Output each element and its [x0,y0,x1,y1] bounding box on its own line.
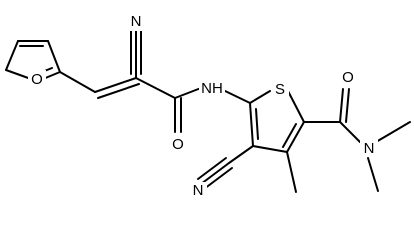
thiophene-bond-1 [249,90,271,104]
carboxamide-oxygen-label: O [342,69,354,86]
amide-cn-bond [174,87,202,99]
thiophene-bond-5 [249,102,254,147]
amide-nh-bg [199,80,225,98]
furan-oxygen-label: O [31,71,43,88]
nitrile-bottom-a [200,162,230,185]
amide-oxygen-label: O [172,136,184,153]
alkene-double-bond-b [97,83,140,99]
thiophene-bond-2 [287,90,305,123]
amide-nh-label: NH [201,80,223,97]
carboxamide-co-a [339,88,344,123]
amide-carbon-bond [135,77,176,99]
furan-bond-2 [5,40,19,71]
thiophene-bond-3 [286,121,305,153]
n-methyl-bond-1 [375,121,411,143]
nh-thiophene-bond [222,89,251,104]
furan-o-bg [28,70,46,88]
nitrile-bottom-b [197,157,227,180]
amide-o-bg [169,135,187,153]
n-methyl-bond-2 [367,157,379,192]
thiophene-double-inner-2 [255,108,259,140]
cyano-n-top-bg [127,13,145,31]
dimethylamide-n-bg [360,139,378,157]
bonds [5,29,411,193]
methyl-bond [286,151,297,193]
atom-labels: O N NH O S N O N [28,13,378,200]
dimethylamide-nitrogen-label: N [364,140,375,157]
nitrile-bottom-link [228,145,254,164]
cyano-n-bottom-bg [189,182,207,200]
chemical-structure: O N NH O S N O N [5,13,411,200]
furan-bond-1 [5,69,32,80]
alkene-double-bond-a [94,77,137,93]
cyano-nitrogen-bottom-label: N [193,182,204,199]
vinyl-bond-1 [59,71,96,93]
carboxamide-co-b [345,88,350,123]
cyano-nitrogen-top-label: N [131,13,142,30]
furan-bond-4 [47,40,61,73]
thiophene-sulfur-label: S [275,81,285,98]
thiophene-s-bg [271,81,289,99]
carboxamide-cn-bond [339,121,361,143]
carboxamide-o-bg [339,69,357,87]
thiophene-bond-4 [252,145,288,153]
thiophene-double-inner-1 [282,123,297,148]
nitrile-bottom-c [203,167,233,190]
